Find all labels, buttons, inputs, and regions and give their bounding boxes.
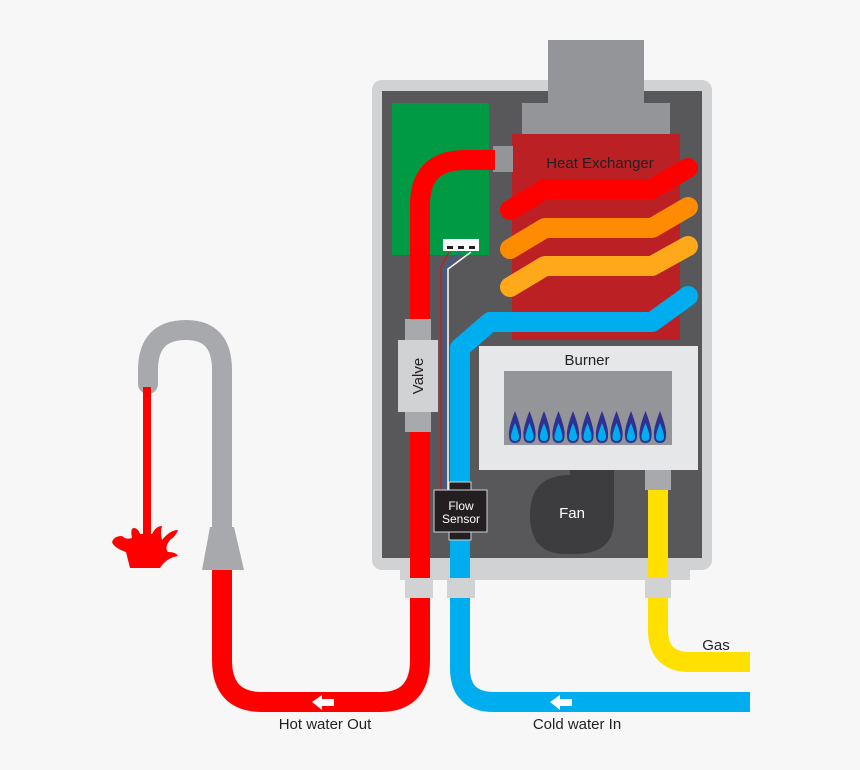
flame-core xyxy=(540,423,548,441)
flame-core xyxy=(656,423,664,441)
hot-flow-arrow xyxy=(312,695,334,710)
valve xyxy=(398,340,438,412)
gas-connector-external xyxy=(645,578,671,598)
coil-warm xyxy=(500,197,698,259)
board-connector xyxy=(443,239,479,251)
cabinet-base xyxy=(400,560,690,580)
water-splash xyxy=(112,526,178,568)
sensor-wire-blue xyxy=(444,251,461,490)
gas-connector-internal xyxy=(645,470,671,490)
cold-inlet-fitting xyxy=(447,578,475,598)
hot-outlet-fitting xyxy=(405,578,433,598)
flame-core xyxy=(583,423,592,441)
gas-pipe xyxy=(648,490,750,672)
flame-core xyxy=(554,423,563,441)
board-pin xyxy=(447,246,453,249)
flame-core xyxy=(569,423,577,441)
burner-label: Burner xyxy=(564,352,609,369)
flame-core xyxy=(598,423,606,441)
fan xyxy=(530,470,614,554)
valve-cap-top xyxy=(405,319,431,341)
control-board xyxy=(392,103,489,255)
faucet-spout xyxy=(138,319,232,540)
flame-core xyxy=(627,423,635,441)
sensor-wire-white xyxy=(447,251,472,490)
cold-water-label: Cold water In xyxy=(533,716,621,733)
hot-water-label: Hot water Out xyxy=(279,716,372,733)
cold-pipe-external xyxy=(450,598,750,712)
cold-pipe-internal xyxy=(450,286,698,610)
gas-label: Gas xyxy=(702,637,730,654)
flame-core xyxy=(511,423,519,441)
valve-cap-bottom xyxy=(405,410,431,432)
flame-core xyxy=(612,423,621,441)
fan-label: Fan xyxy=(559,505,585,522)
hot-pipe-internal xyxy=(410,150,495,600)
hot-pipe-connector xyxy=(493,146,513,172)
coil-hot xyxy=(500,158,698,220)
flame-row xyxy=(508,411,667,443)
heat-exchanger-label: Heat Exchanger xyxy=(546,155,654,172)
flow-sensor-label-2: Sensor xyxy=(442,512,480,526)
flue-neck xyxy=(548,60,644,110)
coil-mild xyxy=(500,236,698,297)
flame-core xyxy=(525,423,534,441)
faucet-base xyxy=(202,527,244,570)
sensor-wire-red xyxy=(440,251,450,490)
board-pin xyxy=(458,246,464,249)
cold-flow-arrow xyxy=(550,695,572,710)
water-stream xyxy=(143,387,151,537)
flow-sensor-label-1: Flow xyxy=(448,499,474,513)
hot-pipe-external xyxy=(212,570,430,712)
valve-label: Valve xyxy=(410,358,427,394)
flame-core xyxy=(641,423,650,441)
flow-sensor xyxy=(433,489,488,533)
board-pin xyxy=(469,246,475,249)
